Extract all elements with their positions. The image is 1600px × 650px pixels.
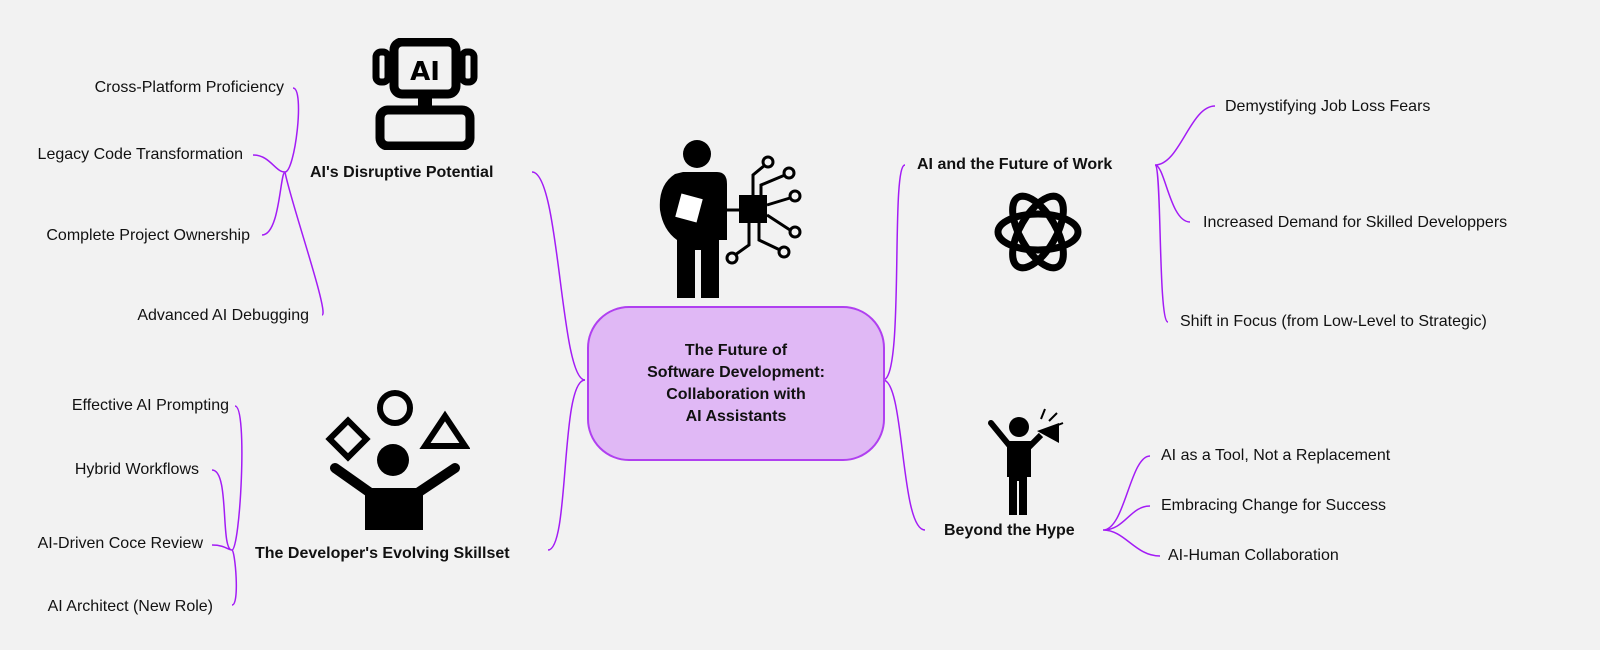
leaf-node[interactable]: Demystifying Job Loss Fears bbox=[1225, 98, 1431, 115]
node-future-of-work[interactable]: AI and the Future of Work bbox=[917, 156, 1113, 173]
node-disruptive-potential[interactable]: AI's Disruptive Potential bbox=[310, 164, 494, 181]
node-beyond-hype[interactable]: Beyond the Hype bbox=[944, 522, 1075, 539]
leaf-node[interactable]: Legacy Code Transformation bbox=[37, 146, 243, 163]
leaf-node[interactable]: Cross-Platform Proficiency bbox=[94, 79, 284, 96]
leaf-node[interactable]: AI as a Tool, Not a Replacement bbox=[1161, 447, 1391, 464]
center-line: Collaboration with bbox=[666, 385, 806, 403]
connector-hype bbox=[882, 379, 926, 531]
node-evolving-skillset[interactable]: The Developer's Evolving Skillset bbox=[255, 545, 510, 562]
megaphone-person-icon bbox=[988, 408, 1064, 515]
connector-work bbox=[882, 164, 906, 381]
center-line: The Future of bbox=[684, 341, 788, 359]
center-line: AI Assistants bbox=[685, 407, 787, 425]
center-line: Software Development: bbox=[647, 363, 825, 381]
leaf-node[interactable]: AI-Human Collaboration bbox=[1168, 547, 1339, 564]
leaf-node[interactable]: AI-Driven Coce Review bbox=[37, 535, 203, 552]
connector-disruptive bbox=[531, 171, 586, 381]
robot-ai-icon: AI bbox=[372, 38, 478, 150]
leaf-node[interactable]: Effective AI Prompting bbox=[71, 397, 229, 414]
leaf-node[interactable]: Shift in Focus (from Low-Level to Strate… bbox=[1180, 313, 1487, 330]
leaf-node[interactable]: Complete Project Ownership bbox=[46, 227, 250, 244]
leaf-node[interactable]: Advanced AI Debugging bbox=[137, 307, 309, 324]
central-topic-node[interactable]: The Future of Software Development: Coll… bbox=[587, 306, 885, 461]
developer-circuit-icon bbox=[659, 140, 802, 298]
leaf-node[interactable]: Embracing Change for Success bbox=[1161, 497, 1386, 514]
leaf-node[interactable]: Increased Demand for Skilled Developpers bbox=[1203, 214, 1508, 231]
connector-skillset bbox=[547, 379, 586, 551]
leaf-node[interactable]: Hybrid Workflows bbox=[74, 461, 199, 478]
juggler-shapes-icon bbox=[325, 390, 470, 530]
leaf-node[interactable]: AI Architect (New Role) bbox=[47, 598, 213, 615]
svg-text:AI: AI bbox=[410, 57, 440, 87]
openai-logo-icon bbox=[994, 192, 1082, 272]
